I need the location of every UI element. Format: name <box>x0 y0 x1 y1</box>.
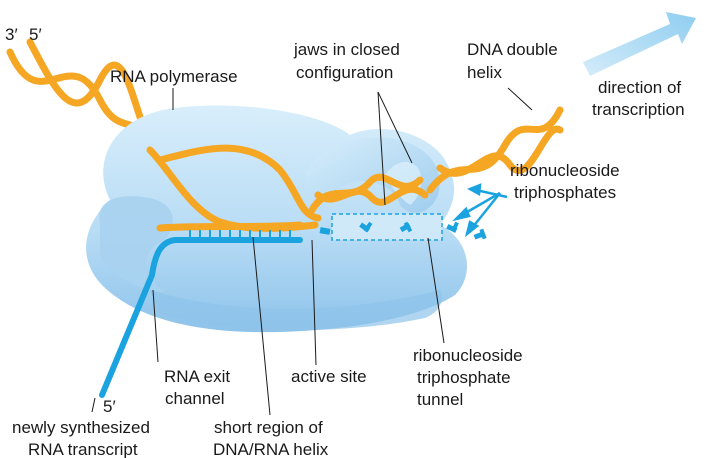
label-tunnel-line3: tunnel <box>417 390 463 409</box>
label-rna-polymerase: RNA polymerase <box>110 67 238 86</box>
label-jaws-line2: configuration <box>296 63 393 82</box>
label-tunnel-line2: triphosphate <box>417 368 511 387</box>
label-direction-line1: direction of <box>598 78 681 97</box>
label-hybrid-line1: short region of <box>214 418 323 437</box>
label-active-site: active site <box>291 367 367 386</box>
label-hybrid-line2: DNA/RNA helix <box>213 440 329 458</box>
label-5prime-rna: 5′ <box>103 397 116 416</box>
label-ntp-line2: triphosphates <box>514 183 616 202</box>
label-3prime-top: 3′ <box>5 25 18 44</box>
label-direction-line2: transcription <box>592 100 685 119</box>
label-new-rna-line2: RNA transcript <box>28 440 138 458</box>
label-rna-exit-line2: channel <box>165 389 225 408</box>
label-rna-exit-line1: RNA exit <box>164 367 230 386</box>
ntp-arrows <box>456 185 507 234</box>
label-tunnel-line1: ribonucleoside <box>413 346 523 365</box>
direction-arrow <box>583 12 696 76</box>
label-dna-helix-line1: DNA double <box>467 40 558 59</box>
label-new-rna-line1: newly synthesized <box>12 418 150 437</box>
label-jaws-line1: jaws in closed <box>293 40 400 59</box>
label-dna-helix-line2: helix <box>467 63 502 82</box>
label-ntp-line1: ribonucleoside <box>510 161 620 180</box>
ntp-tunnel <box>332 214 442 240</box>
label-5prime-top: 5′ <box>29 25 42 44</box>
